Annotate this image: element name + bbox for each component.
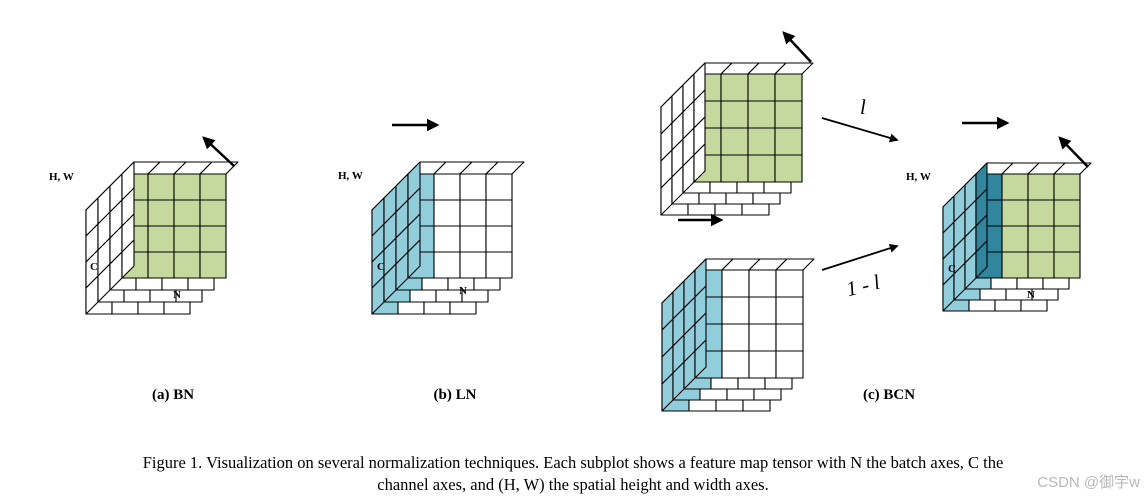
bcn-axis-n: N [1027,289,1035,301]
ln-label: (b) LN [434,387,477,403]
arrow-bn-batch [202,136,235,167]
bcn-combined-cube [942,162,1092,312]
arrow-bcn-merge-bottom [821,243,899,271]
ln-axis-hw: H, W [338,170,363,182]
bcn-axis-hw: H, W [906,171,931,183]
bcn-bn-cube [660,62,814,216]
figure-canvas: H, W C N H, W C N H, W C N l 1 - l (a) B… [49,31,1092,412]
figure-caption: Figure 1. Visualization on several norma… [40,452,1106,496]
bn-axis-hw: H, W [49,171,74,183]
bcn-label: (c) BCN [863,387,915,403]
bcn-weight-one-minus-l: 1 - l [844,270,883,302]
arrow-bcn-top-batch [782,31,812,63]
arrow-bcn-result-batch [1058,136,1089,168]
ln-cube [371,161,525,315]
caption-line-1: Figure 1. Visualization on several norma… [142,453,1004,472]
watermark: CSDN @御宇w [1037,474,1140,491]
bn-axis-c: C [90,261,98,273]
arrow-bcn-merge-top [821,117,899,143]
tensor-cubes [85,62,1092,412]
bcn-axis-c: C [948,263,956,275]
bn-label: (a) BN [152,387,194,403]
bcn-ln-cube [661,258,815,412]
bn-cube [85,161,239,315]
caption-line-2: channel axes, and (H, W) the spatial hei… [377,475,769,494]
ln-axis-n: N [459,285,467,297]
ln-axis-c: C [377,261,385,273]
bn-axis-n: N [173,289,181,301]
bcn-weight-l: l [860,95,866,119]
